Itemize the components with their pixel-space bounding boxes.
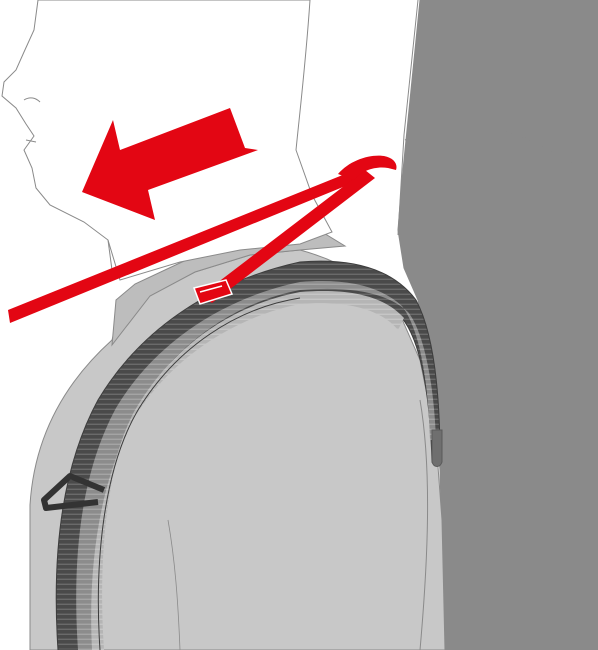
d-ring [41,473,106,511]
backpack-seam [404,125,598,175]
arrow-left-icon [82,108,258,220]
buckle-body [193,279,234,305]
shirt-crease [167,519,181,650]
buckle-bar [199,285,223,293]
mouth [25,139,37,143]
load-lifter-loose-end [8,168,365,323]
torso [29,229,446,650]
load-lifter-webbing [200,170,375,303]
nostril [23,97,41,103]
buckle [193,279,234,305]
load-lifter-strap [8,155,397,323]
load-lifter-anchor-loop [338,155,397,180]
strap-tail [431,429,443,467]
strap-inner-edge [97,297,301,650]
arm-fold [419,399,429,650]
d-ring-loop [41,473,106,511]
pull-direction-arrow [82,108,258,220]
neck-line [107,239,113,271]
backpack-edge [397,0,419,236]
shoulder-strap [55,260,443,650]
